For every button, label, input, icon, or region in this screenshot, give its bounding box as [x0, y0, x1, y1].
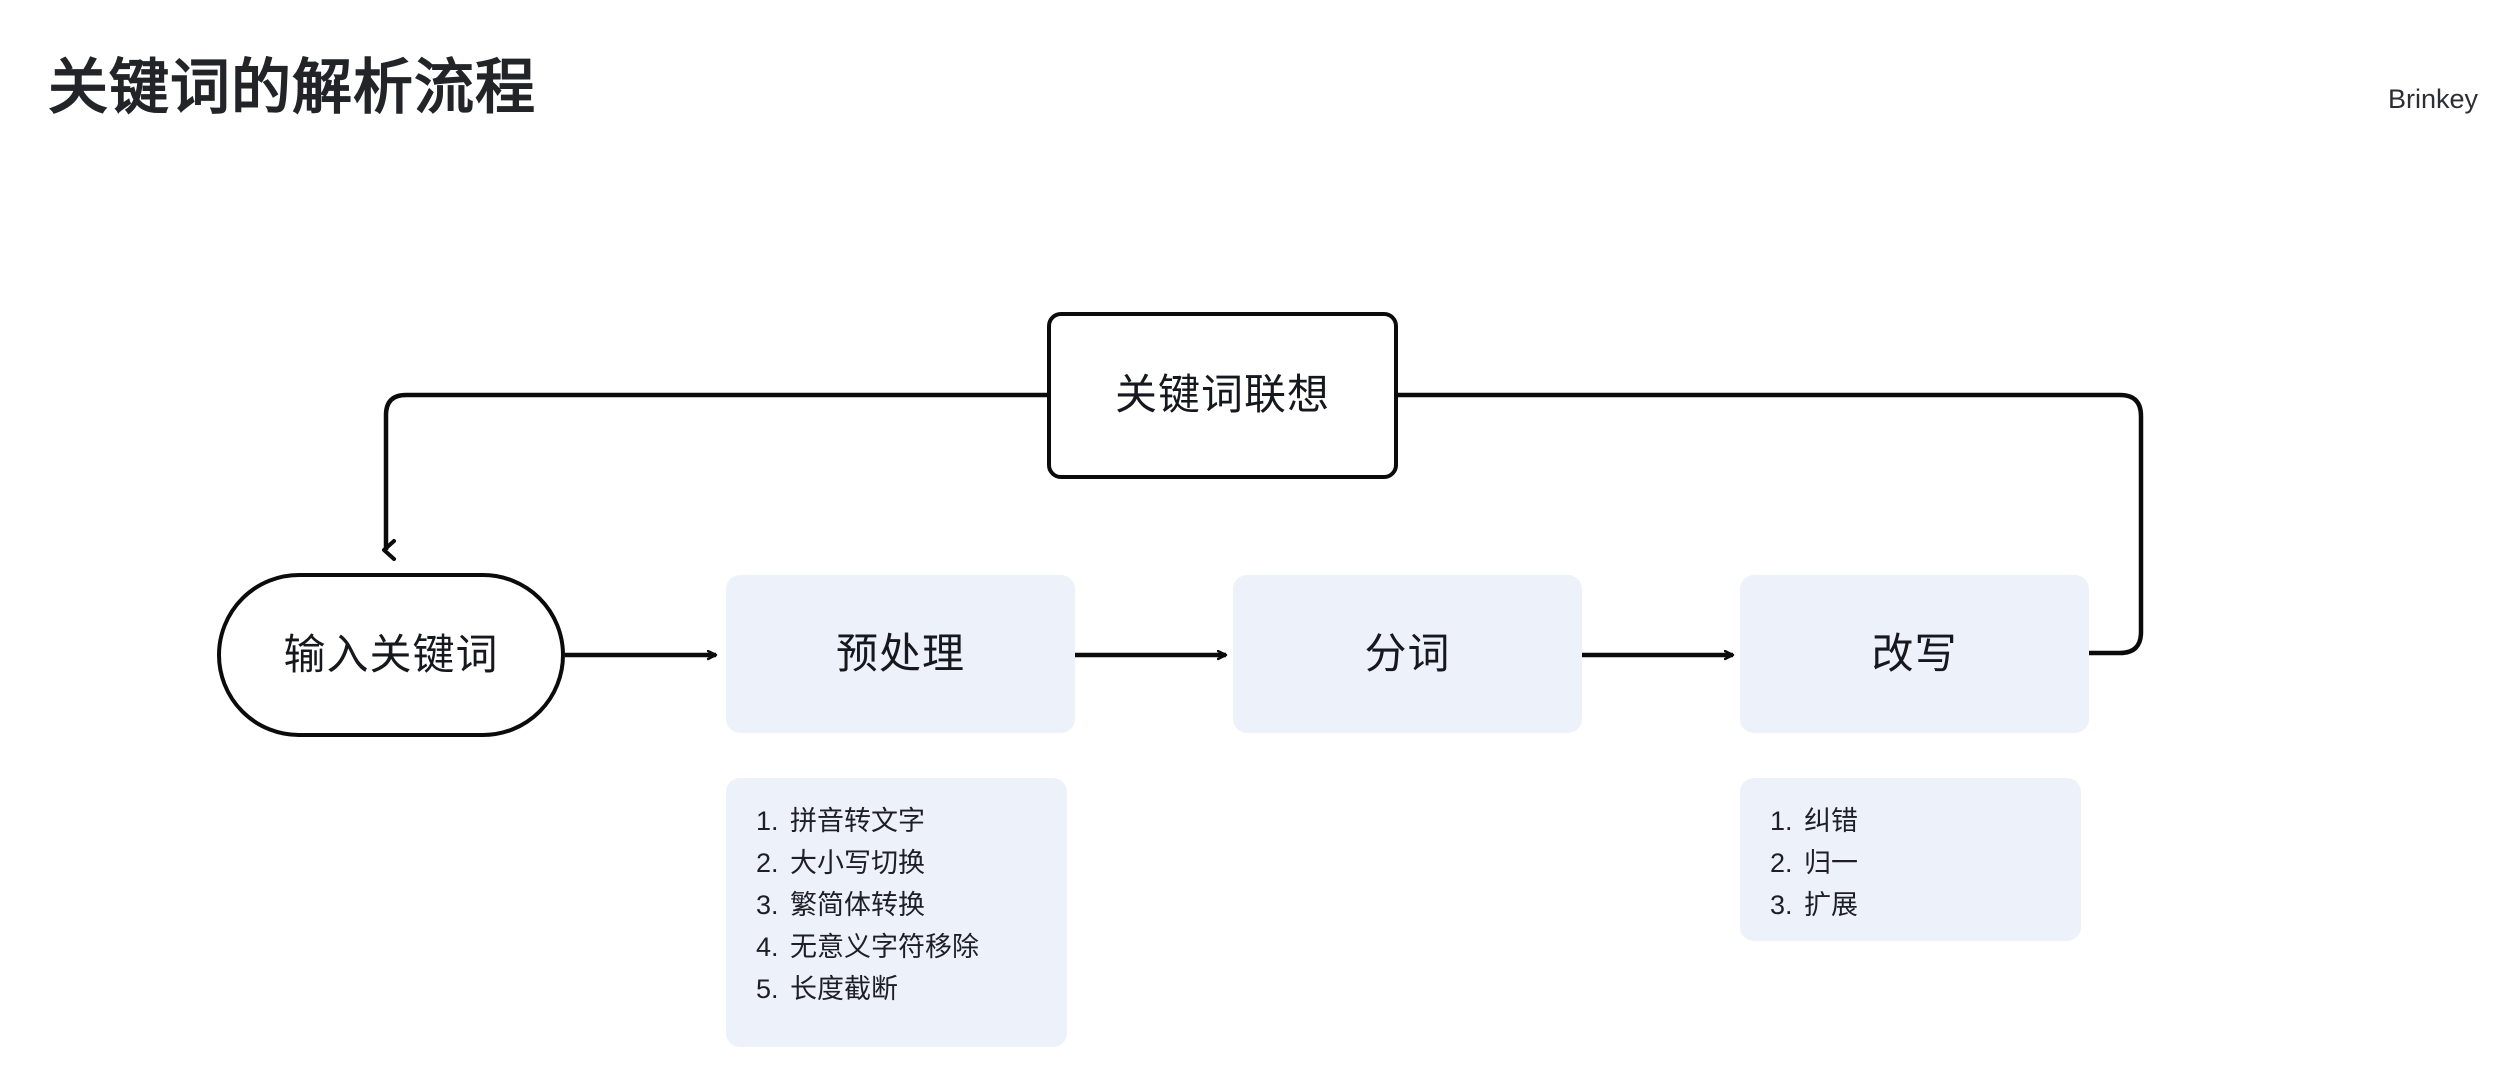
node-input-keyword-label: 输入关键词: [283, 630, 499, 678]
list-item: 2. 大小写切换: [756, 842, 1037, 884]
list-item: 5. 长度截断: [756, 968, 1037, 1010]
node-preprocess-label: 预处理: [835, 629, 965, 677]
list-item-index: 2.: [1770, 848, 1793, 878]
list-item-index: 2.: [756, 848, 779, 878]
note-preprocess-list: 1. 拼音转文字 2. 大小写切换 3. 繁简体转换 4. 无意义字符移除 5. 长度截断: [756, 800, 1037, 1010]
list-item-text: 无意义字符移除: [790, 932, 979, 962]
author-label: Brinkey: [2387, 84, 2478, 114]
node-segmentation[interactable]: 分词: [1233, 575, 1582, 733]
node-segmentation-label: 分词: [1364, 629, 1451, 677]
list-item-index: 3.: [1770, 890, 1793, 920]
list-item-text: 大小写切换: [790, 848, 925, 878]
node-rewrite-label: 改写: [1871, 629, 1958, 677]
node-input-keyword[interactable]: 输入关键词: [217, 573, 565, 737]
note-rewrite-list: 1. 纠错 2. 归一 3. 扩展: [1770, 800, 2051, 926]
list-item-index: 1.: [756, 806, 779, 836]
list-item-text: 繁简体转换: [790, 890, 925, 920]
list-item-text: 扩展: [1804, 890, 1858, 920]
list-item: 1. 纠错: [1770, 800, 2051, 842]
list-item: 3. 扩展: [1770, 884, 2051, 926]
list-item-index: 5.: [756, 974, 779, 1004]
list-item-index: 3.: [756, 890, 779, 920]
list-item: 3. 繁简体转换: [756, 884, 1037, 926]
edge-association-to-input: [382, 392, 1047, 561]
list-item: 1. 拼音转文字: [756, 800, 1037, 842]
list-item-index: 1.: [1770, 806, 1793, 836]
list-item-text: 长度截断: [790, 974, 898, 1004]
list-item-text: 拼音转文字: [790, 806, 925, 836]
note-rewrite-steps: 1. 纠错 2. 归一 3. 扩展: [1740, 778, 2081, 941]
node-keyword-association-label: 关键词联想: [1114, 371, 1330, 419]
list-item-index: 4.: [756, 932, 779, 962]
node-keyword-association[interactable]: 关键词联想: [1047, 312, 1398, 479]
node-preprocess[interactable]: 预处理: [726, 575, 1075, 733]
node-rewrite[interactable]: 改写: [1740, 575, 2089, 733]
page-title: 关键词的解析流程: [48, 54, 536, 121]
list-item-text: 归一: [1804, 848, 1858, 878]
list-item: 2. 归一: [1770, 842, 2051, 884]
note-preprocess-steps: 1. 拼音转文字 2. 大小写切换 3. 繁简体转换 4. 无意义字符移除 5. 长度截断: [726, 778, 1067, 1047]
list-item: 4. 无意义字符移除: [756, 926, 1037, 968]
list-item-text: 纠错: [1804, 806, 1858, 836]
